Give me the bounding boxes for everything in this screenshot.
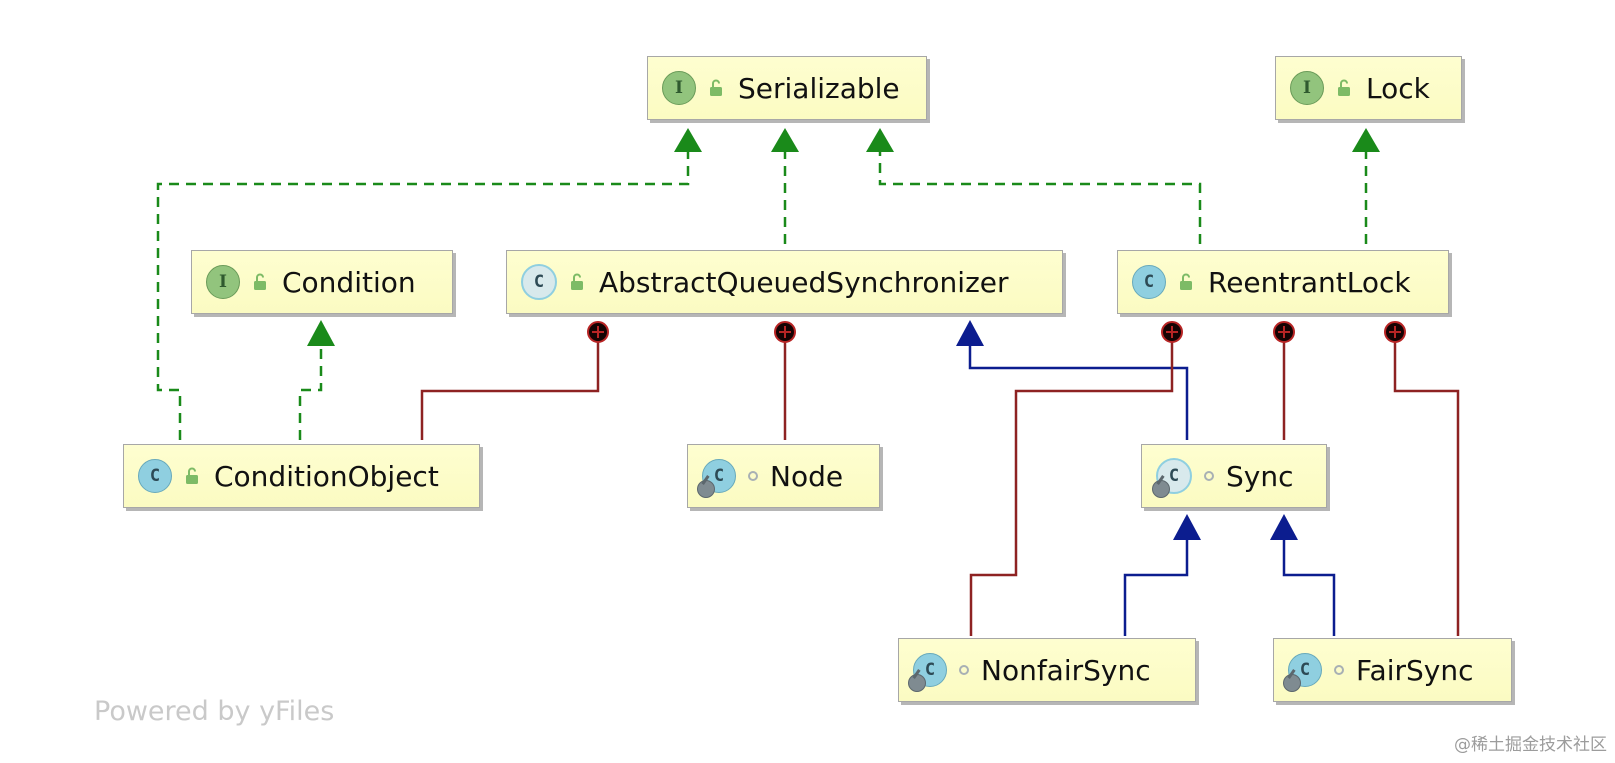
edge-conditionobject-implements-condition	[298, 344, 323, 440]
arrow-head-aqs-subclass	[956, 320, 984, 346]
badge-letter: C	[924, 660, 936, 680]
unlocked-icon	[571, 273, 583, 290]
inner-class-circle-aqs-conditionobject	[587, 321, 609, 343]
pin-icon	[1283, 674, 1301, 692]
node-lock[interactable]: I Lock	[1275, 56, 1462, 120]
class-icon: C	[1132, 265, 1166, 299]
badge-letter: C	[1168, 466, 1180, 486]
node-nonfair-sync[interactable]: C NonfairSync	[898, 638, 1196, 702]
edge-sync-extends-aqs	[968, 344, 1189, 440]
pin-icon	[908, 674, 926, 692]
node-reentrant-lock[interactable]: C ReentrantLock	[1117, 250, 1449, 314]
arrow-head-serializable-center	[771, 128, 799, 152]
node-label: NonfairSync	[981, 653, 1151, 687]
node-label: AbstractQueuedSynchronizer	[599, 265, 1009, 299]
node-abstract-queued-synchronizer[interactable]: C AbstractQueuedSynchronizer	[506, 250, 1063, 314]
node-label: ReentrantLock	[1208, 265, 1411, 299]
pin-icon	[697, 480, 715, 498]
node-label: Sync	[1226, 459, 1294, 493]
arrow-head-condition	[307, 320, 335, 346]
node-label: Lock	[1366, 71, 1430, 105]
unlocked-icon	[254, 273, 266, 290]
badge-letter: C	[713, 466, 725, 486]
unlocked-icon	[710, 79, 722, 96]
unlocked-icon	[186, 467, 198, 484]
package-private-icon	[748, 471, 758, 481]
node-condition[interactable]: I Condition	[191, 250, 453, 314]
package-private-icon	[1204, 471, 1214, 481]
node-label: Serializable	[738, 71, 900, 105]
arrow-head-sync-left	[1173, 514, 1201, 540]
edge-reentrantlock-inner-nonfairsync	[969, 342, 1174, 636]
node-label: Node	[770, 459, 844, 493]
edge-aqs-inner-conditionobject	[420, 342, 600, 440]
static-class-icon: C	[697, 459, 736, 498]
package-private-icon	[959, 665, 969, 675]
unlocked-icon	[1338, 79, 1350, 96]
edge-reentrantlock-inner-fairsync	[1393, 342, 1460, 636]
inner-class-circle-reentrantlock-sync	[1273, 321, 1295, 343]
interface-icon: I	[662, 71, 696, 105]
node-label: Condition	[282, 265, 416, 299]
node-condition-object[interactable]: C ConditionObject	[123, 444, 480, 508]
footer-attribution: @稀土掘金技术社区	[1454, 735, 1607, 755]
interface-icon: I	[1290, 71, 1324, 105]
arrow-head-sync-right	[1270, 514, 1298, 540]
static-class-icon: C	[1283, 653, 1322, 692]
arrow-head-serializable-right	[866, 128, 894, 152]
inner-class-circle-reentrantlock-fairsync	[1384, 321, 1406, 343]
edge-conditionobject-implements-serializable	[156, 150, 690, 440]
node-fair-sync[interactable]: C FairSync	[1273, 638, 1512, 702]
inner-class-circle-reentrantlock-nonfairsync	[1161, 321, 1183, 343]
abstract-class-icon: C	[521, 264, 557, 300]
unlocked-icon	[1180, 273, 1192, 290]
arrow-head-lock	[1352, 128, 1380, 152]
inner-class-circle-aqs-node	[774, 321, 796, 343]
edge-reentrantlock-implements-serializable	[878, 150, 1202, 244]
edge-nonfairsync-extends-sync	[1123, 538, 1189, 636]
yfiles-watermark: Powered by yFiles	[94, 696, 335, 727]
arrow-head-serializable-left	[674, 128, 702, 152]
node-label: ConditionObject	[214, 459, 439, 493]
class-icon: C	[138, 459, 172, 493]
pin-icon	[1152, 480, 1170, 498]
node-sync[interactable]: C Sync	[1141, 444, 1327, 508]
badge-letter: C	[1299, 660, 1311, 680]
package-private-icon	[1334, 665, 1344, 675]
node-node[interactable]: C Node	[687, 444, 880, 508]
edge-fairsync-extends-sync	[1282, 538, 1336, 636]
node-label: FairSync	[1356, 653, 1474, 687]
static-abstract-class-icon: C	[1152, 458, 1192, 498]
node-serializable[interactable]: I Serializable	[647, 56, 927, 120]
static-class-icon: C	[908, 653, 947, 692]
interface-icon: I	[206, 265, 240, 299]
